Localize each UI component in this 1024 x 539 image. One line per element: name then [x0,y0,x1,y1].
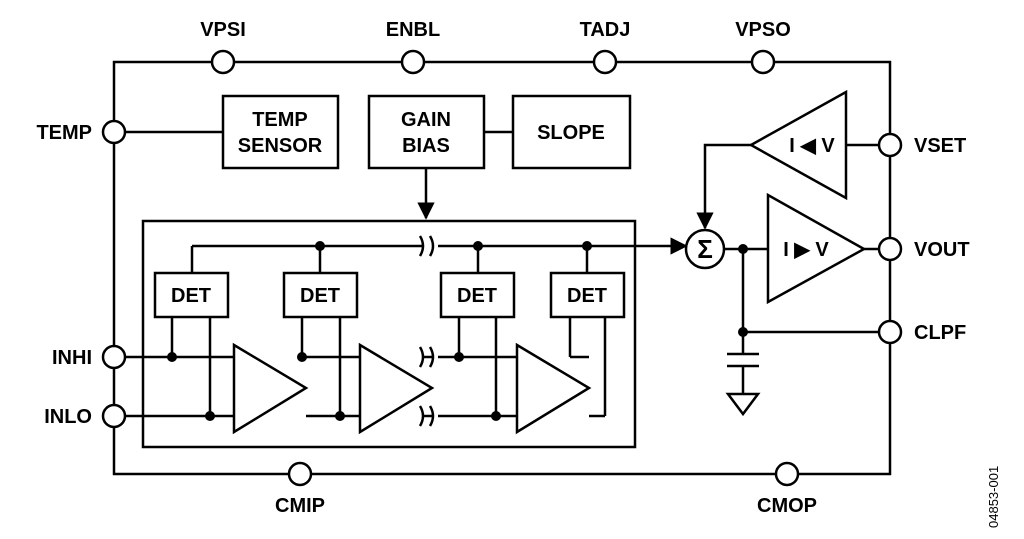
junction-bus-2 [315,241,325,251]
det-block-4 [549,271,626,319]
pin-label-clpf: CLPF [914,322,966,344]
pin-inlo [101,403,127,429]
pin-label-vout: VOUT [914,239,970,261]
pin-label-cmop: CMOP [757,495,817,517]
junction-lo-2 [335,411,345,421]
wire-iv-top-feedback [696,143,751,230]
junction-lo-3 [491,411,501,421]
bus-break-top [418,235,435,257]
junction-hi-2 [297,352,307,362]
pin-tadj [592,49,618,75]
pin-label-cmip: CMIP [275,495,325,517]
pin-label-enbl: ENBL [386,19,440,41]
summing-symbol: Σ [697,234,713,264]
gain-bias-label-2: BIAS [402,135,450,157]
ground-symbol [725,392,761,417]
amplifier-2 [358,342,435,435]
pin-label-vset: VSET [914,135,966,157]
pin-clpf [877,319,903,345]
junction-bus-3 [473,241,483,251]
slope-label: SLOPE [537,122,605,144]
pin-label-temp: TEMP [36,122,92,144]
det-block-1 [153,271,230,319]
temp-sensor-label-2: SENSOR [238,135,323,157]
pin-cmop [774,461,800,487]
det-block-2 [282,271,359,319]
junction-lo-1 [205,411,215,421]
det-label-3: DET [457,285,497,307]
figure-id: 04853-001 [986,466,1001,528]
det-label-2: DET [300,285,340,307]
pin-vpsi [210,49,236,75]
det-label-4: DET [567,285,607,307]
pin-label-vpso: VPSO [735,19,791,41]
junction-bus-4 [582,241,592,251]
iv-label-bottom: I ▶ V [783,239,829,261]
temp-sensor-block [221,94,340,170]
gain-bias-block [367,94,486,170]
iv-label-top: I ◀ V [789,135,835,157]
pin-label-vpsi: VPSI [200,19,246,41]
junction-hi-1 [167,352,177,362]
pin-vset [877,132,903,158]
pin-label-inlo: INLO [44,406,92,428]
rail-break-lo [418,405,435,427]
junction-hi-3 [454,352,464,362]
pin-cmip [287,461,313,487]
pin-label-tadj: TADJ [580,19,631,41]
amplifier-3 [515,342,592,435]
det-label-1: DET [171,285,211,307]
pin-inhi [101,344,127,370]
slope-block [511,94,632,170]
pin-label-inhi: INHI [52,347,92,369]
det-block-3 [439,271,516,319]
gain-bias-label-1: GAIN [401,109,451,131]
pin-vpso [750,49,776,75]
pin-temp [101,119,127,145]
pin-vout [877,236,903,262]
pin-enbl [400,49,426,75]
rail-break-hi [418,346,435,368]
temp-sensor-label-1: TEMP [252,109,308,131]
amplifier-1 [232,342,309,435]
